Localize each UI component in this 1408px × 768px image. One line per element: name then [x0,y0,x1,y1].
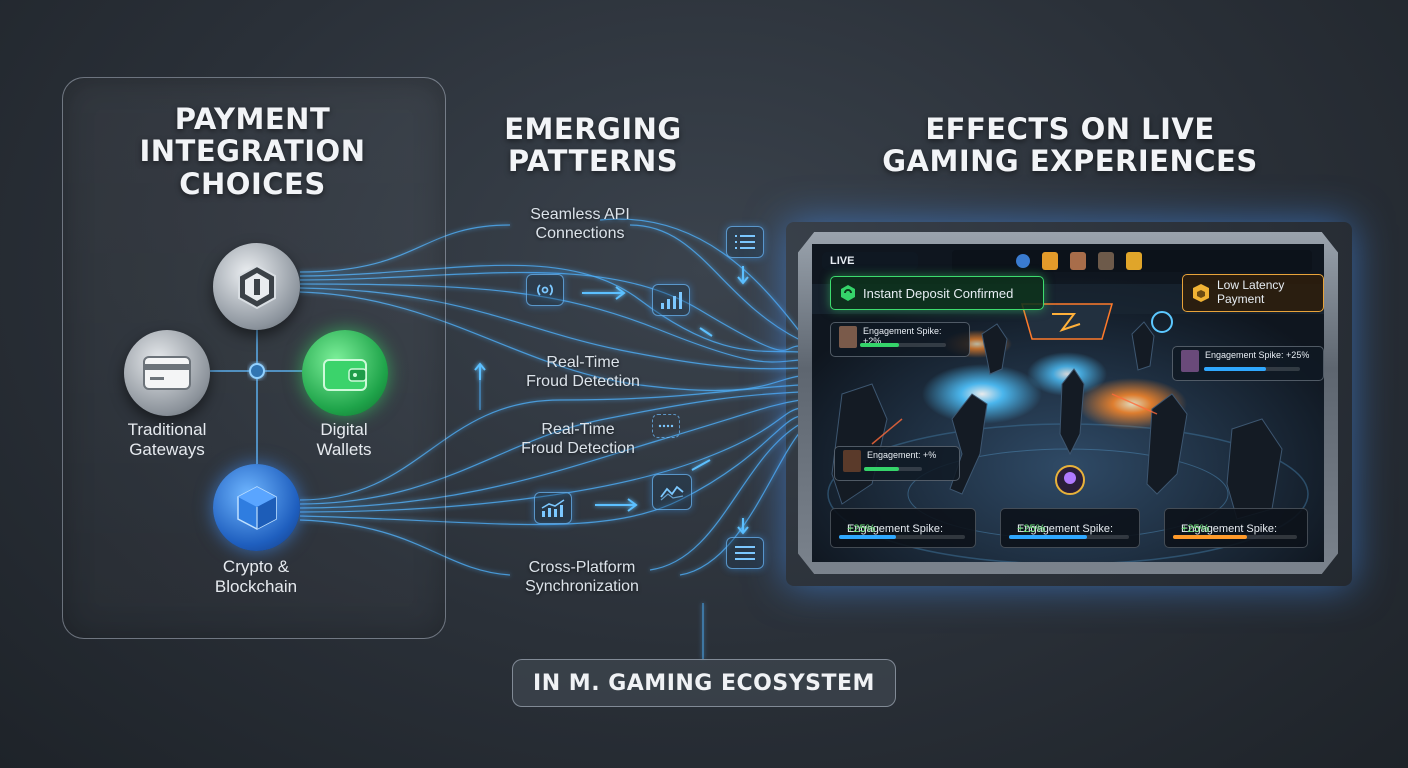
game-screen[interactable]: LIVE Instant Deposit Confirmed Low Laten… [812,244,1324,562]
player-avatar-icon [1098,252,1114,270]
engagement-stat-1: Engagement Spike: +25% [830,508,976,548]
stat-bar-1 [839,535,965,539]
list-icon [726,226,764,258]
engagement-bar-fill [1204,367,1267,371]
stat-bar-fill [1173,535,1248,539]
stat-bar-3 [1173,535,1297,539]
live-indicator: LIVE [822,252,918,270]
trend-chart-icon [534,492,572,524]
bar-chart-icon [652,284,690,316]
hub-node[interactable] [213,243,300,330]
pattern-api-connections: Seamless API Connections [530,206,630,243]
wallet-icon [323,359,367,391]
ecosystem-label: IN M. GAMING ECOSYSTEM [512,659,896,707]
pattern-cross-platform-sync: Cross-Platform Synchronization [525,559,639,596]
dotted-box-icon [652,414,680,438]
shield-icon [1016,254,1030,268]
emerging-patterns-heading: EMERGING PATTERNS [504,112,682,179]
stat-bar-2 [1009,535,1129,539]
engagement-bar-1 [860,343,946,347]
digital-wallets-node[interactable] [302,330,388,416]
engagement-stat-2: Engagement Spike: +25% [1000,508,1140,548]
latency-cube-icon [1193,284,1209,302]
player-portrait [1181,350,1199,372]
traditional-gateways-node[interactable] [124,330,210,416]
engagement-bar-3 [864,467,922,471]
pattern-fraud-detection-2: Real-Time Froud Detection [521,421,635,458]
signal-broadcast-icon [526,274,564,306]
menu-lines-icon [726,537,764,569]
crypto-blockchain-label: Crypto & Blockchain [214,557,298,597]
player-portrait [843,450,861,472]
player-portrait [839,326,857,348]
deposit-check-icon [841,285,855,301]
digital-wallets-label: Digital Wallets [316,420,372,460]
engagement-bar-fill [864,467,899,471]
engagement-stat-3: Engagement Spike: +25% [1164,508,1308,548]
engagement-bar-fill [860,343,899,347]
payment-choices-heading: PAYMENT INTEGRATION CHOICES [139,102,366,201]
line-chart-icon [652,474,692,510]
engagement-bar-2 [1204,367,1300,371]
instant-deposit-badge: Instant Deposit Confirmed [830,276,1044,310]
player-avatar-icon [1042,252,1058,270]
engagement-spike-tag-3: Engagement: +% [834,446,960,481]
credit-card-icon [143,356,191,390]
traditional-gateways-label: Traditional Gateways [127,420,207,460]
engagement-spike-tag-2: Engagement Spike: +25% [1172,346,1324,381]
pattern-fraud-detection-1: Real-Time Froud Detection [526,354,640,391]
engagement-spike-tag-1: Engagement Spike: +2% [830,322,970,357]
player-avatar-icon [1070,252,1086,270]
player-avatar-icon [1126,252,1142,270]
stat-bar-fill [839,535,896,539]
hexagon-hub-icon [237,264,276,309]
stat-bar-fill [1009,535,1087,539]
crypto-blockchain-node[interactable] [213,464,300,551]
low-latency-badge: Low Latency Payment [1182,274,1324,312]
effects-heading: EFFECTS ON LIVE GAMING EXPERIENCES [882,112,1258,179]
blockchain-cube-icon [236,485,277,530]
